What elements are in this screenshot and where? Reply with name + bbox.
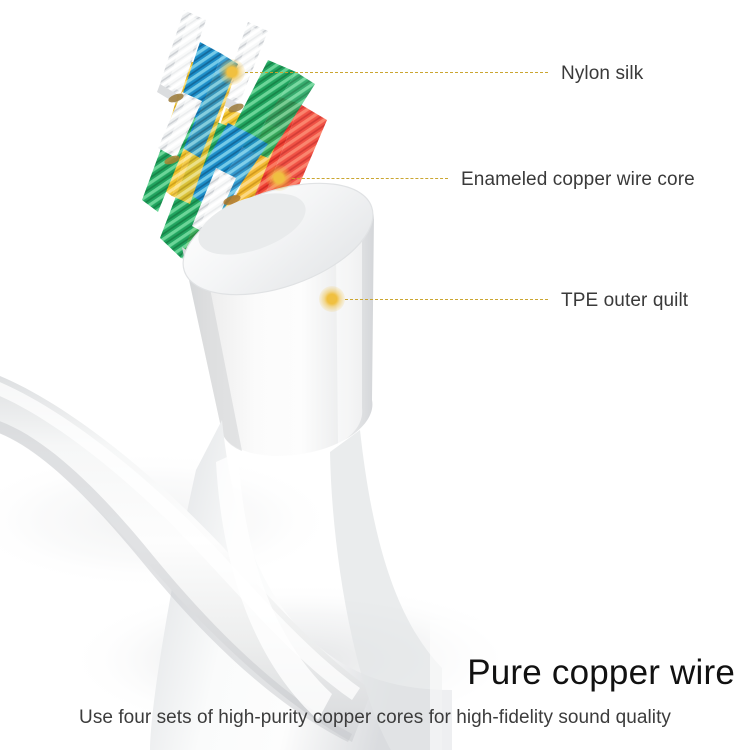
cable-cut-face xyxy=(182,182,374,296)
callout-line-tpe-outer-quilt xyxy=(345,299,548,300)
subcaption-sound-quality: Use four sets of high-purity copper core… xyxy=(79,707,671,728)
callout-label-tpe-outer-quilt: TPE outer quilt xyxy=(561,290,689,311)
callout-line-enameled-copper-wire-core xyxy=(292,178,448,179)
nylon-silk-strand-mid-left xyxy=(158,92,202,158)
callout-line-nylon-silk xyxy=(245,72,548,73)
wire-bundle-green-upper xyxy=(228,60,315,158)
nylon-silk-strand-centre xyxy=(192,168,236,236)
callout-label-nylon-silk: Nylon silk xyxy=(561,63,644,84)
callout-dot-tpe-outer-quilt[interactable] xyxy=(319,286,345,312)
callout-label-enameled-copper-wire-core: Enameled copper wire core xyxy=(461,169,695,190)
callout-dot-enameled-copper-wire-core[interactable] xyxy=(266,165,292,191)
headline-pure-copper-wire: Pure copper wire xyxy=(467,653,735,692)
callout-dot-nylon-silk[interactable] xyxy=(219,59,245,85)
cable-lower-run xyxy=(0,376,452,750)
cable-bore xyxy=(198,193,306,255)
